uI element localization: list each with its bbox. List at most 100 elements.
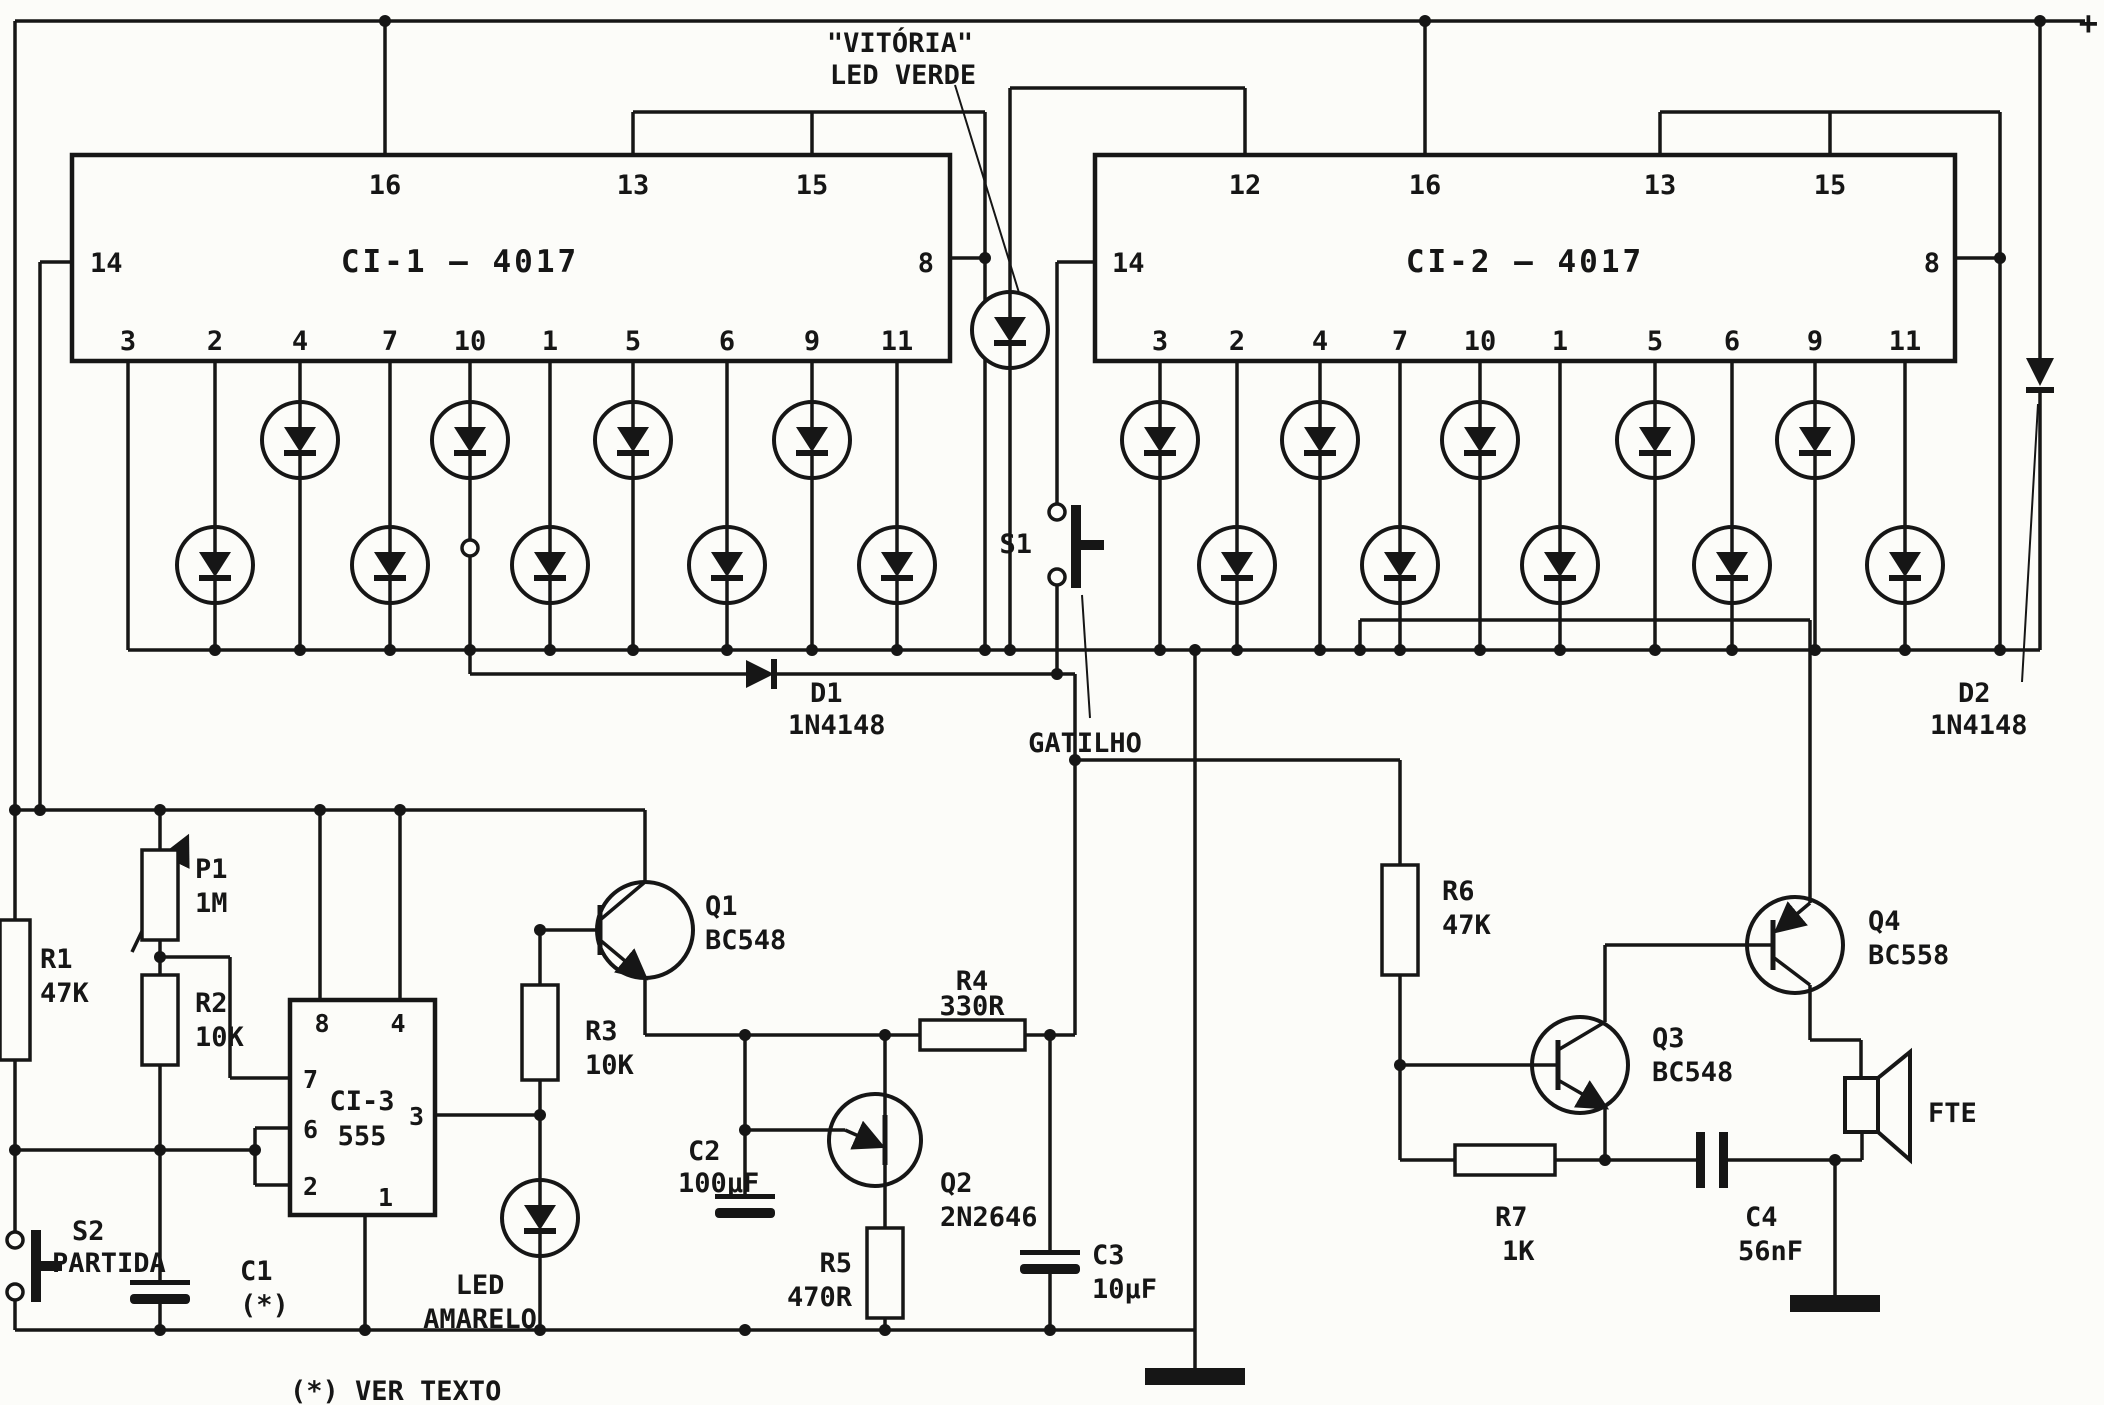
yellow-led [502, 1180, 578, 1256]
ci2-pin-b6: 5 [1647, 326, 1663, 357]
d1-value: 1N4148 [788, 710, 886, 741]
q1-value: BC548 [705, 925, 786, 956]
roulette-led [1777, 402, 1853, 478]
capacitor-c2 [715, 1194, 775, 1218]
roulette-led [177, 527, 253, 603]
ground-symbol [1145, 1368, 1245, 1385]
r5-label: R5 [819, 1248, 852, 1279]
ci3-pin8: 8 [314, 1009, 329, 1038]
ci1-pin13: 13 [617, 170, 650, 201]
r7-value: 1K [1502, 1236, 1535, 1267]
ci3-pin3: 3 [409, 1102, 424, 1131]
ci2-pin14: 14 [1112, 248, 1145, 279]
q3-emitter [1557, 1078, 1610, 1110]
capacitor-c1 [130, 1280, 190, 1304]
ci2-pin-b2: 4 [1312, 326, 1328, 357]
q2-label: Q2 [940, 1168, 973, 1199]
ci2-pin-b7: 6 [1724, 326, 1740, 357]
roulette-led [1442, 402, 1518, 478]
plus-rail-label: + [2079, 4, 2098, 42]
r5-value: 470R [787, 1282, 853, 1313]
ci1-pin-b7: 6 [719, 326, 735, 357]
switch-s1-gatilho [1047, 502, 1104, 588]
s2-label: S2 [72, 1216, 105, 1247]
diode-d1 [746, 659, 777, 689]
r2-label: R2 [195, 988, 228, 1019]
transistor-q2 [827, 1092, 923, 1188]
ic-ci1-4017 [69, 152, 953, 364]
victory-label-2: LED VERDE [830, 60, 976, 91]
roulette-led [512, 527, 588, 603]
ci1-pin-b2: 4 [292, 326, 308, 357]
ci1-pin8: 8 [918, 248, 934, 279]
roulette-led [432, 402, 508, 478]
roulette-led [1617, 402, 1693, 478]
victory-green-led [972, 292, 1048, 368]
r4-value: 330R [939, 991, 1005, 1022]
r6-value: 47K [1442, 910, 1492, 941]
roulette-led [689, 527, 765, 603]
ci2-pin-b1: 2 [1229, 326, 1245, 357]
r4-label: R4 [956, 966, 989, 997]
resistor-r6 [1380, 863, 1420, 977]
roulette-led [1362, 527, 1438, 603]
ci1-pin15: 15 [796, 170, 829, 201]
partida-label: PARTIDA [52, 1248, 166, 1279]
ci3-title-1: CI-3 [329, 1086, 394, 1117]
q4-emitter [1773, 901, 1812, 934]
roulette-led [1122, 402, 1198, 478]
ci1-pin-b0: 3 [120, 326, 136, 357]
r6-label: R6 [1442, 876, 1475, 907]
r3-value: 10K [585, 1050, 635, 1081]
ci3-pin7: 7 [303, 1065, 318, 1094]
diode-d2 [2026, 358, 2054, 393]
ver-texto-note: (*) VER TEXTO [290, 1376, 501, 1405]
ci2-pin-b9: 11 [1889, 326, 1922, 357]
ci2-title: CI-2 — 4017 [1406, 244, 1644, 280]
ci1-pin14: 14 [90, 248, 123, 279]
q4-value: BC558 [1868, 940, 1949, 971]
ci2-pin-b0: 3 [1152, 326, 1168, 357]
p1-value: 1M [195, 888, 228, 919]
ci2-pin16: 16 [1409, 170, 1442, 201]
ci1-pin-b5: 1 [542, 326, 558, 357]
wire-net [13, 19, 2085, 1368]
transistor-q4 [1745, 895, 1845, 995]
d2-value: 1N4148 [1930, 710, 2028, 741]
roulette-led [774, 402, 850, 478]
q2-emitter [844, 1120, 886, 1150]
ci1-pin-b1: 2 [207, 326, 223, 357]
ci3-pin6: 6 [303, 1115, 318, 1144]
led-amarelo-label-2: AMARELO [423, 1304, 537, 1335]
c4-value: 56nF [1738, 1236, 1803, 1267]
tap-terminal [460, 538, 480, 558]
ci2-pin8: 8 [1924, 248, 1940, 279]
roulette-led [352, 527, 428, 603]
speaker-fte [1843, 1047, 1912, 1165]
fte-label: FTE [1928, 1098, 1977, 1129]
roulette-led [1522, 527, 1598, 603]
roulette-led [859, 527, 935, 603]
victory-label-1: "VITÓRIA" [827, 27, 973, 59]
junction-dots [9, 15, 2046, 1336]
c1-value: (*) [240, 1290, 289, 1321]
ci3-pin1: 1 [378, 1183, 393, 1212]
c2-label: C2 [688, 1136, 721, 1167]
potentiometer-p1 [140, 848, 180, 942]
ci2-pin-b3: 7 [1392, 326, 1408, 357]
ci1-pin-b6: 5 [625, 326, 641, 357]
wires [13, 19, 2085, 1368]
ci1-pin-b3: 7 [382, 326, 398, 357]
ci1-pin16: 16 [369, 170, 402, 201]
q3-value: BC548 [1652, 1057, 1733, 1088]
r7-label: R7 [1495, 1202, 1528, 1233]
ci2-pin12: 12 [1229, 170, 1262, 201]
r1-label: R1 [40, 944, 73, 975]
q4-label: Q4 [1868, 906, 1901, 937]
ground-symbol [1790, 1295, 1880, 1312]
ci1-title: CI-1 — 4017 [341, 244, 579, 280]
c1-label: C1 [240, 1256, 273, 1287]
p1-label: P1 [195, 854, 228, 885]
ic-ci2-4017 [1092, 152, 1958, 364]
